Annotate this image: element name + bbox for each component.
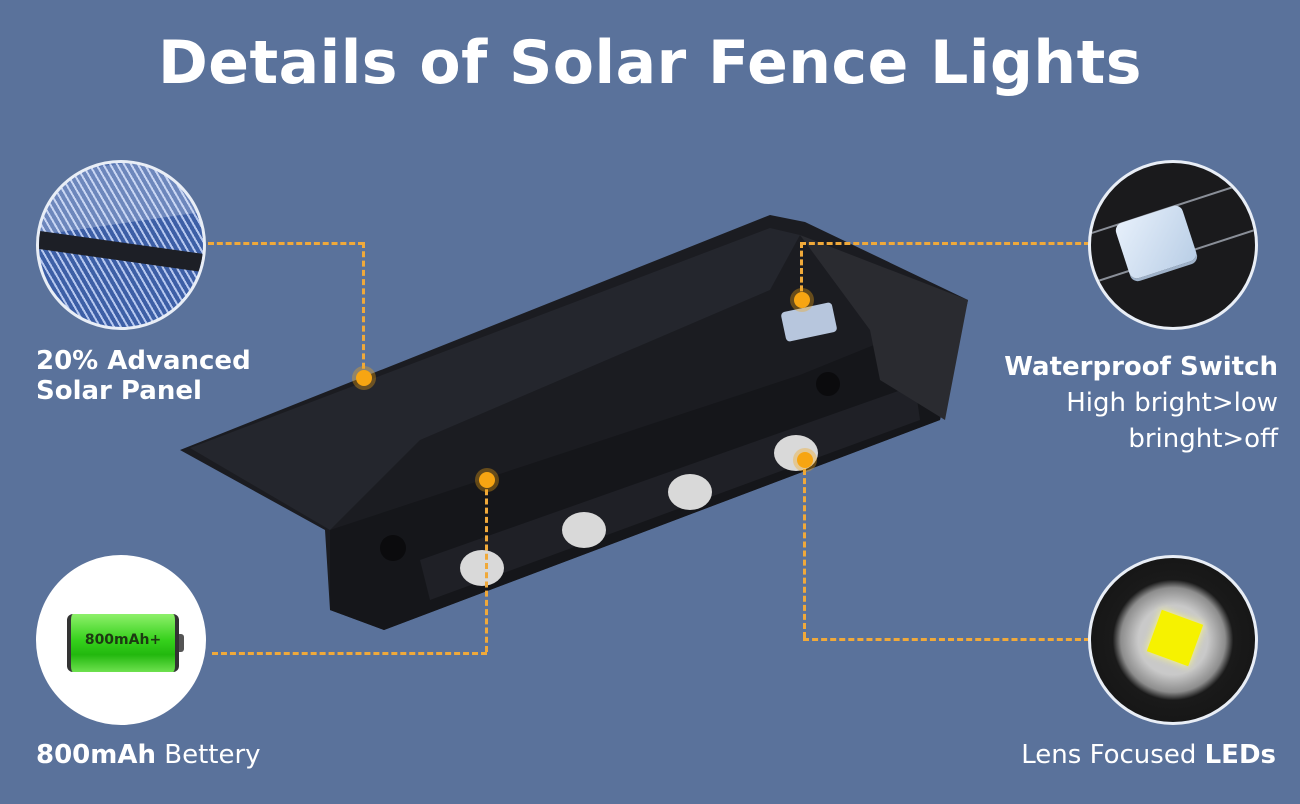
waterproof-switch-icon [1088,160,1258,330]
callout-dot-switch [794,292,810,308]
switch-mode-line2: bringht>off [1128,424,1278,454]
switch-mode-line1: High bright>low [1066,388,1278,418]
battery-icon: 800mAh+ [36,555,206,725]
switch-label: Waterproof Switch High bright>low bringh… [1004,352,1278,454]
callout-dot-solar [356,370,372,386]
callout-dot-leds [797,452,813,468]
callout-line-leds-v [803,460,806,638]
led-lens-icon [1088,555,1258,725]
callout-line-switch-v [800,242,803,300]
callout-dot-battery [479,472,495,488]
leds-label-bold: LEDs [1204,740,1276,770]
solar-panel-label-line1: 20% Advanced [36,346,251,376]
battery-label: 800mAh Bettery [36,740,261,770]
leds-label-text: Lens Focused [1021,740,1205,770]
callout-line-battery-v [485,480,488,652]
page-title: Details of Solar Fence Lights [157,28,1143,98]
led-bulbs [460,435,818,586]
callout-line-switch [800,242,1090,245]
switch-title: Waterproof Switch [1004,352,1278,382]
callout-line-leds [803,638,1090,641]
callout-line-solar-v [362,242,365,378]
callout-line-solar [208,242,364,245]
leds-label: Lens Focused LEDs [1021,740,1276,770]
solar-panel-label: 20% Advanced Solar Panel [36,346,251,406]
battery-label-text: Bettery [156,740,261,770]
battery-capacity: 800mAh [36,740,156,770]
solar-panel-label-line2: Solar Panel [36,376,202,406]
callout-line-battery [212,652,487,655]
battery-icon-text: 800mAh+ [84,632,162,648]
solar-panel-icon [36,160,206,330]
